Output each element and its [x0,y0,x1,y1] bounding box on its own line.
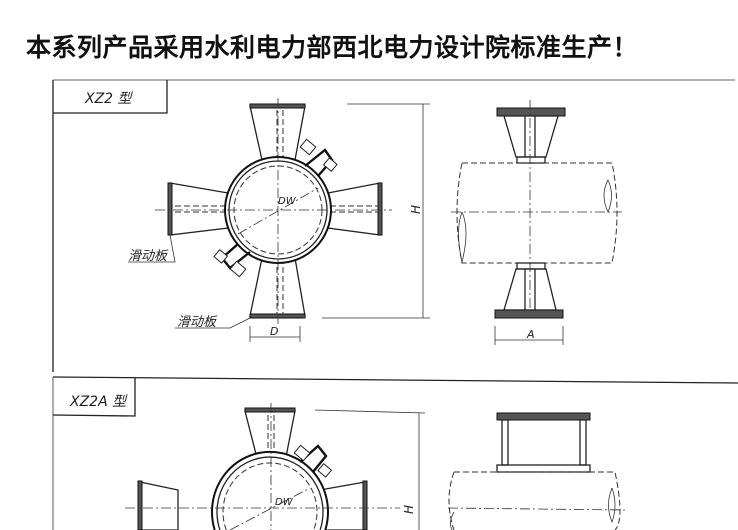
type-label-box-2 [52,378,136,417]
upper-bolt-ear [304,148,334,177]
slide-plate-leader-1 [128,234,176,263]
side-view-2 [447,412,626,530]
front-view: DW 滑动板 滑动板 H D [128,98,430,342]
pipe-diameter-label: DW [278,196,297,207]
upper-bolt-nut [322,157,338,172]
side-top-arm [503,115,559,158]
upper-bolt-nut-2 [317,463,333,478]
side-width-dimension-label: A [526,328,535,341]
top-slide-plate [249,103,306,109]
pipe-outline-2 [222,462,318,530]
bottom-slide-plate [249,313,306,319]
slide-plate-label-1: 滑动板 [128,249,169,264]
side-horizontal-center-line-2 [447,507,626,511]
right-support-arm [327,182,381,236]
height-dimension-label-2: H [402,505,416,514]
type-label: XZ2 型 [84,91,134,107]
right-slide-plate-2 [362,480,368,530]
slide-plate-label-2: 滑动板 [177,315,218,330]
side-bottom-plate [494,309,564,319]
pipe-break-mark [458,211,467,263]
section-xz2: XZ2 型 [52,79,735,372]
pipe-clamp-2 [211,450,329,530]
top-slide-plate-2 [244,407,296,413]
slide-plate-leader-2 [175,317,251,329]
type-label-box [53,80,168,114]
side-view: A [451,100,622,345]
side-pipe [456,162,618,264]
pipe-diameter-label-2: DW [275,497,294,508]
side-bottom-saddle [516,262,546,270]
side-saddle-2 [496,464,591,473]
height-dimension-label: H [409,205,423,214]
section-xz2a: XZ2A 型 DW H [52,376,738,530]
side-top-plate-2 [496,412,591,421]
upper-bolt-nut [299,138,317,156]
right-slide-plate [377,182,383,236]
side-top-plate [496,107,566,117]
lower-bolt-nut [229,260,247,278]
left-support-arm-2 [139,481,179,530]
lower-bolt-ear [220,243,251,270]
diameter-line [237,187,319,235]
pipe-break-mark [603,179,612,213]
type-label-2: XZ2A 型 [69,394,128,410]
page-title: 本系列产品采用水利电力部西北电力设计院标准生产！ [26,33,639,62]
pipe-break-mark [608,487,616,524]
pipe-clamp-inner-2 [216,456,324,530]
left-support-arm [169,182,229,236]
width-dimension-label: D [270,325,278,338]
side-top-saddle [516,156,546,164]
upper-bolt-nut-2 [293,444,311,462]
section-divider-line [52,376,738,384]
pipe-clamp-fill-2 [212,451,328,530]
side-pipe-2 [448,471,621,530]
left-slide-plate [167,182,173,236]
side-post-2 [579,419,587,466]
diameter-line-2 [229,487,311,530]
pipe-break-mark [450,511,455,530]
extension-line [314,409,426,414]
side-post-2 [501,419,509,466]
lower-bolt-nut [213,249,229,264]
left-slide-plate-2 [137,480,143,530]
front-view-2: DW H [125,403,426,530]
